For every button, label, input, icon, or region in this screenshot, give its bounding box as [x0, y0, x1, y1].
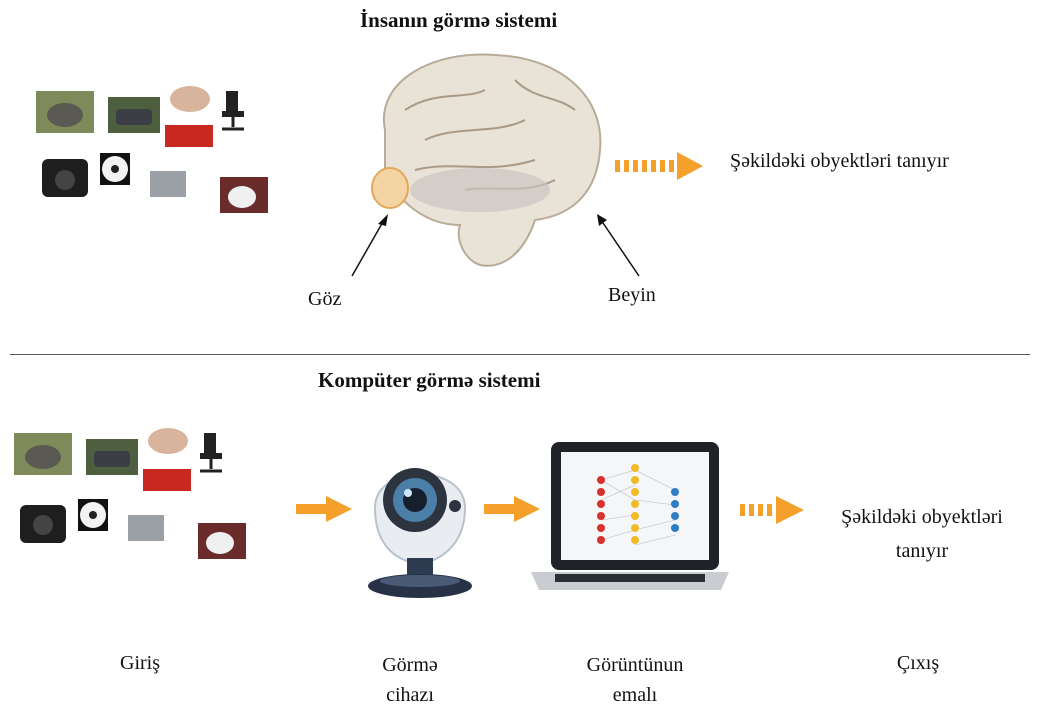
brain-photo-icon — [170, 86, 210, 112]
dog-photo-icon — [220, 177, 268, 213]
stage-input-label: Giriş — [120, 652, 160, 674]
computer-output-text: Şəkildəki obyektləri tanıyır — [812, 500, 1032, 568]
device-to-processing-arrow — [484, 496, 540, 522]
stage-output-label: Çıxış — [896, 652, 940, 674]
dog-photo-icon — [198, 523, 246, 559]
human-output-arrow — [615, 152, 703, 180]
stage-device-line1: Görmə — [382, 654, 438, 676]
computer-input-images — [14, 428, 246, 559]
camera-photo-icon — [20, 505, 66, 543]
input-to-device-arrow — [296, 496, 352, 522]
stage-device-line2: cihazı — [386, 684, 434, 706]
soccer-ball-photo-icon — [100, 153, 130, 185]
eye-pointer-arrow — [351, 214, 388, 277]
computer-output-line2: tanıyır — [895, 540, 949, 562]
camera-photo-icon — [42, 159, 88, 197]
brain-pointer-arrow — [597, 214, 640, 277]
human-input-images — [36, 86, 268, 213]
car-photo-icon — [108, 97, 160, 133]
section-divider — [10, 354, 1030, 355]
brain-label: Beyin — [608, 284, 656, 306]
computer-vision-title: Kompüter görmə sistemi — [318, 368, 541, 392]
stage-processing-label: Görüntünun emalı — [570, 650, 700, 710]
eye-label: Göz — [308, 288, 342, 310]
human-vision-title: İnsanın görmə sistemi — [360, 8, 558, 32]
webcam-icon — [368, 468, 472, 598]
red-sofa-photo-icon — [165, 125, 213, 147]
elephant-photo-icon — [14, 433, 72, 475]
stage-processing-line2: emalı — [612, 684, 658, 706]
human-output-text: Şəkildəki obyektləri tanıyır — [730, 150, 949, 172]
computer-output-line1: Şəkildəki obyektləri — [841, 506, 1003, 528]
eye-icon — [371, 167, 409, 209]
zebra-photo-icon — [150, 171, 186, 197]
computer-output-arrow — [740, 496, 804, 524]
human-brain-with-eye-icon — [371, 53, 602, 267]
stage-device-label: Görmə cihazı — [355, 650, 465, 710]
office-chair-photo-icon — [222, 91, 244, 131]
stage-processing-line1: Görüntünun — [586, 654, 684, 676]
zebra-photo-icon — [128, 515, 164, 541]
elephant-photo-icon — [36, 91, 94, 133]
brain-photo-icon — [148, 428, 188, 454]
laptop-neural-network-icon — [531, 442, 729, 590]
red-sofa-photo-icon — [143, 469, 191, 491]
soccer-ball-photo-icon — [78, 499, 108, 531]
car-photo-icon — [86, 439, 138, 475]
office-chair-photo-icon — [200, 433, 222, 473]
